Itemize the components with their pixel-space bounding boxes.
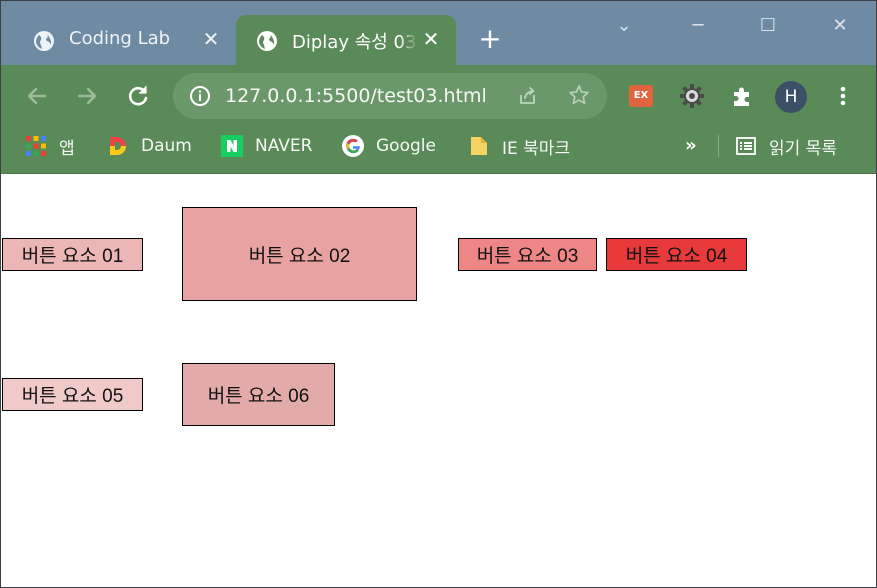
button-element-06[interactable]: 버튼 요소 06 xyxy=(182,363,335,426)
bookmark-label: Google xyxy=(376,136,436,156)
reading-list-button[interactable]: 읽기 목록 xyxy=(735,127,837,165)
naver-icon xyxy=(221,135,243,157)
extensions-puzzle-icon[interactable] xyxy=(729,83,755,109)
bookmark-daum[interactable]: Daum xyxy=(107,127,192,165)
page-content: 버튼 요소 01 버튼 요소 02 버튼 요소 03 버튼 요소 04 버튼 요… xyxy=(1,174,876,587)
apps-grid-icon xyxy=(26,136,46,156)
bookmark-google[interactable]: Google xyxy=(342,127,436,165)
tab-title: Coding Lab xyxy=(69,28,171,49)
settings-gear-icon[interactable] xyxy=(679,83,705,109)
more-menu-icon[interactable] xyxy=(831,83,855,109)
tab-title: Diplay 속성 03 xyxy=(292,32,417,53)
bookmark-star-icon[interactable] xyxy=(567,83,591,107)
extension-ex-icon[interactable]: EX xyxy=(629,85,653,107)
button-element-04[interactable]: 버튼 요소 04 xyxy=(606,238,747,271)
close-tab-icon[interactable]: ✕ xyxy=(202,27,220,51)
folder-icon xyxy=(471,137,487,155)
forward-icon[interactable] xyxy=(73,82,101,110)
close-window-button[interactable]: ✕ xyxy=(832,15,848,36)
button-element-05[interactable]: 버튼 요소 05 xyxy=(2,378,143,411)
tab-search-icon[interactable]: ⌄ xyxy=(616,15,632,36)
bookmarks-bar: 앱 Daum NAVER xyxy=(1,127,876,174)
button-element-01[interactable]: 버튼 요소 01 xyxy=(2,238,143,271)
bookmark-label: NAVER xyxy=(255,136,313,156)
bookmark-ie-folder[interactable]: IE 북마크 xyxy=(468,127,570,165)
browser-toolbar: 127.0.0.1:5500/test03.html EX xyxy=(1,65,876,127)
site-info-icon[interactable] xyxy=(189,85,211,107)
button-element-03[interactable]: 버튼 요소 03 xyxy=(458,238,597,271)
maximize-button[interactable]: ☐ xyxy=(759,15,777,36)
reading-list-icon xyxy=(736,137,756,155)
bookmark-apps[interactable]: 앱 xyxy=(25,127,75,165)
bookmark-naver[interactable]: NAVER xyxy=(221,127,312,165)
profile-avatar[interactable]: H xyxy=(775,81,807,113)
bookmark-label: IE 북마크 xyxy=(502,138,571,159)
daum-icon xyxy=(110,137,126,155)
globe-icon xyxy=(34,31,54,51)
button-element-02[interactable]: 버튼 요소 02 xyxy=(182,207,417,301)
globe-icon xyxy=(257,31,277,51)
bookmark-label: 앱 xyxy=(59,138,75,159)
bookmarks-separator xyxy=(718,135,719,157)
address-bar[interactable]: 127.0.0.1:5500/test03.html xyxy=(173,73,607,119)
google-icon xyxy=(342,135,364,157)
tab-strip: Coding Lab ✕ Diplay 속성 03 ✕ + ⌄ ─ ☐ ✕ xyxy=(1,1,876,65)
tab-coding-lab[interactable]: Coding Lab ✕ xyxy=(1,15,234,65)
url-text[interactable]: 127.0.0.1:5500/test03.html xyxy=(225,85,487,107)
tab-diplay[interactable]: Diplay 속성 03 ✕ xyxy=(236,15,456,65)
close-tab-icon[interactable]: ✕ xyxy=(422,27,440,51)
share-icon[interactable] xyxy=(517,85,539,107)
reading-list-label: 읽기 목록 xyxy=(769,138,837,159)
reload-icon[interactable] xyxy=(124,82,152,110)
back-icon[interactable] xyxy=(23,82,51,110)
new-tab-button[interactable]: + xyxy=(478,22,502,55)
minimize-button[interactable]: ─ xyxy=(692,15,704,36)
bookmark-label: Daum xyxy=(141,136,192,156)
bookmarks-overflow-icon[interactable]: » xyxy=(685,135,697,156)
